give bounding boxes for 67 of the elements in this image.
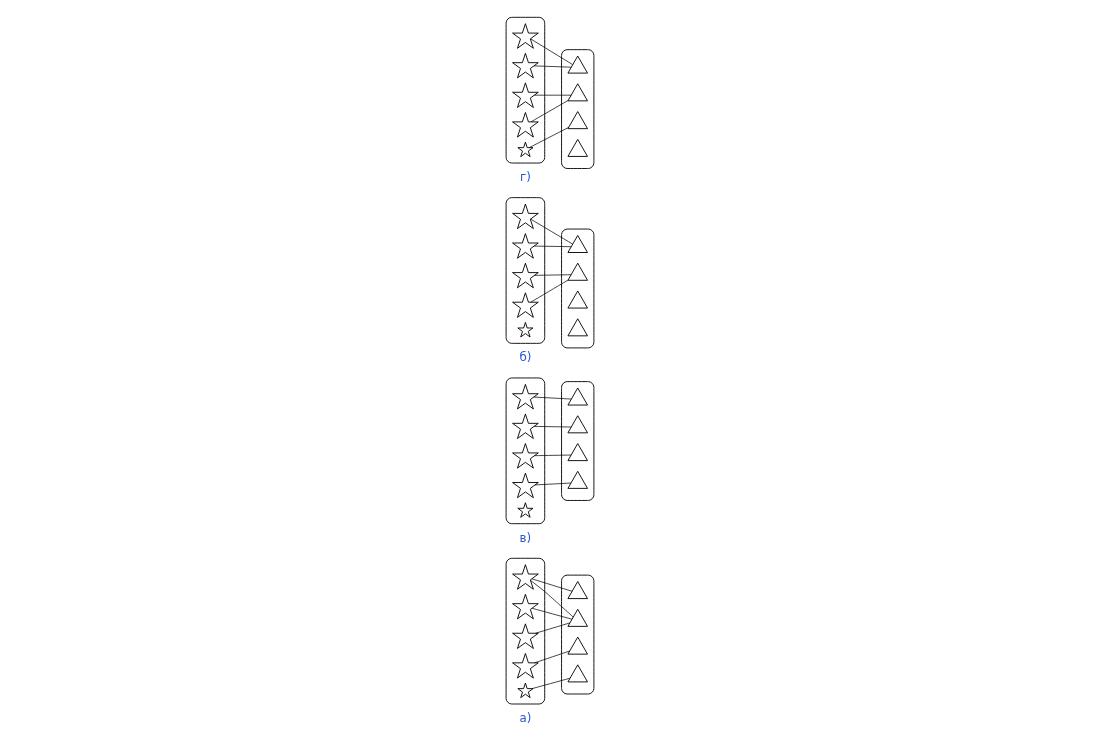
node-triangle: [567, 581, 588, 600]
connector: [529, 580, 574, 618]
connector: [534, 622, 570, 634]
node-star: [511, 383, 539, 410]
node-star: [511, 262, 539, 289]
node-star: [511, 82, 539, 108]
node-star: [511, 413, 539, 439]
node-star: [511, 653, 539, 679]
connector: [533, 396, 572, 400]
node-triangle: [567, 636, 588, 655]
connector: [533, 94, 572, 96]
node-star: [511, 233, 539, 259]
connector: [534, 482, 571, 486]
cluster: [505, 557, 545, 705]
label: а): [518, 710, 531, 725]
node-star: [516, 502, 533, 518]
node-triangle: [567, 443, 588, 462]
node-triangle: [567, 55, 588, 74]
node-triangle: [567, 664, 588, 683]
node-triangle: [567, 387, 588, 406]
connector: [533, 426, 572, 428]
connector: [528, 127, 569, 148]
node-star: [511, 203, 539, 230]
connector: [531, 607, 572, 620]
node-star: [516, 141, 533, 158]
node-star: [511, 112, 539, 138]
node-triangle: [567, 234, 588, 253]
connector: [531, 677, 570, 689]
node-star: [516, 682, 533, 699]
connector: [533, 454, 571, 457]
cluster: [560, 574, 594, 695]
cluster: [505, 197, 545, 344]
connector: [533, 65, 572, 68]
node-triangle: [567, 318, 588, 337]
node-star: [511, 443, 539, 469]
cluster: [505, 377, 545, 525]
node-star: [511, 23, 539, 49]
label: б): [518, 350, 531, 365]
node-triangle: [567, 470, 588, 489]
connector: [533, 245, 572, 248]
connector: [530, 100, 568, 123]
node-triangle: [567, 83, 588, 102]
node-star: [511, 472, 539, 499]
node-triangle: [567, 262, 588, 281]
node-star: [511, 623, 539, 649]
node-star: [511, 593, 539, 620]
node-star: [511, 564, 539, 590]
node-triangle: [567, 415, 588, 434]
cluster: [560, 49, 594, 169]
connector: [529, 279, 568, 303]
connector: [533, 274, 571, 276]
node-star: [511, 52, 539, 79]
connector: [529, 218, 573, 245]
cluster: [560, 381, 594, 501]
node-triangle: [567, 111, 588, 130]
connector: [531, 578, 572, 592]
connector: [533, 650, 570, 664]
node-triangle: [567, 138, 588, 157]
label: г): [519, 169, 531, 184]
node-star: [516, 321, 533, 338]
cluster: [505, 16, 545, 164]
connector: [529, 38, 573, 65]
label: в): [519, 530, 531, 545]
cluster: [560, 228, 594, 349]
node-triangle: [567, 290, 588, 309]
node-triangle: [567, 608, 588, 627]
node-star: [511, 292, 539, 318]
